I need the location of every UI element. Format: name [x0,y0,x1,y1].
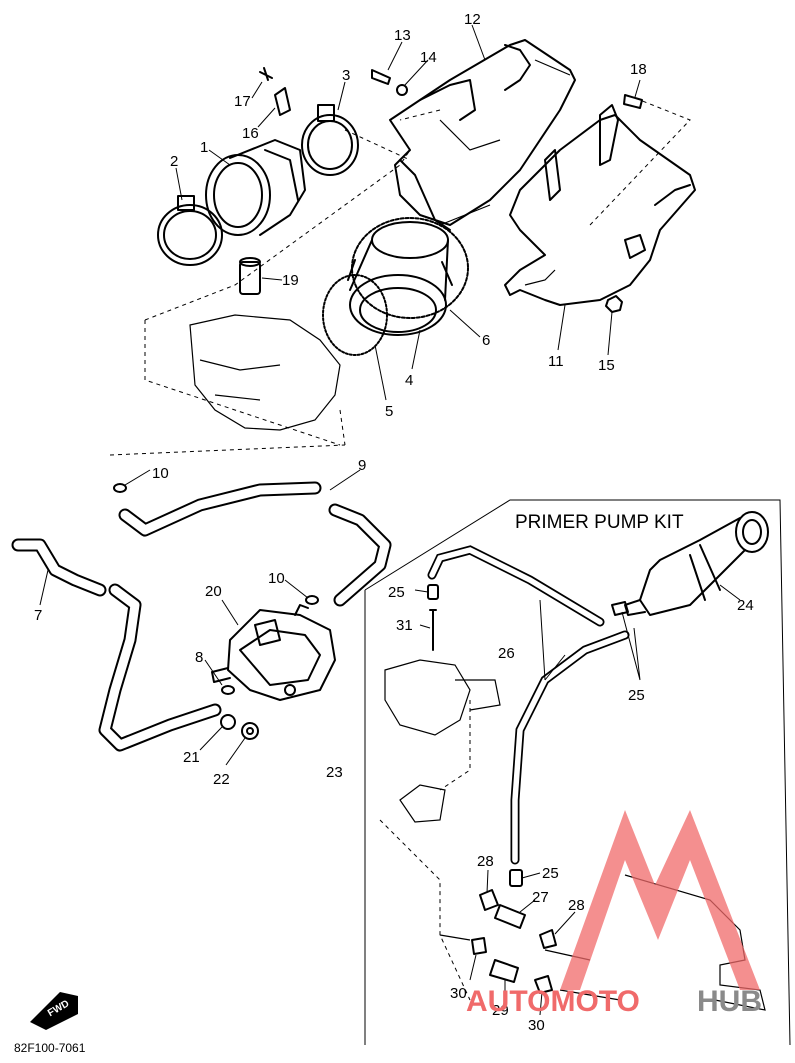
callout-25c: 25 [542,865,559,882]
bolt-part-18 [623,94,643,109]
kit-frame [364,499,791,1046]
callout-28b: 28 [568,897,585,914]
callout-8: 8 [195,649,203,666]
watermark-logo [560,810,760,990]
sleeve-part-19 [239,257,261,295]
callout-9: 9 [358,457,366,474]
callout-18: 18 [630,61,647,78]
callout-24: 24 [737,597,754,614]
silencer-cover-part-12 [389,39,576,231]
pipe-part-31 [429,609,437,651]
clamp-part-2 [157,195,223,266]
joint-part-25a [427,584,439,600]
callout-4: 4 [405,372,413,389]
front-arrow-icon: FWD [30,992,78,1030]
washer-part-22 [241,722,259,740]
watermark-text-automoto: AUTOMOTO [466,985,640,1018]
callout-5: 5 [385,403,393,420]
bolt-part-13 [371,69,391,85]
kit-title: PRIMER PUMP KIT [515,512,684,533]
callout-31: 31 [396,617,413,634]
callout-2: 2 [170,153,178,170]
callout-29: 29 [492,1002,509,1019]
callout-10b: 10 [268,570,285,587]
callout-13: 13 [394,27,411,44]
callout-22: 22 [213,771,230,788]
callout-10a: 10 [152,465,169,482]
callout-19: 19 [282,272,299,289]
callout-3: 3 [342,67,350,84]
washer-part-14 [396,84,408,96]
watermark: AUTOMOTO HUB [466,810,762,1018]
callout-25b: 25 [628,687,645,704]
joint-part-25c [509,869,523,887]
ring-part-5 [322,274,388,356]
callout-17: 17 [234,93,251,110]
callout-16: 16 [242,125,259,142]
clip-part-8 [221,685,235,695]
leader-lines [39,24,741,1016]
clamp-part-30b [534,975,553,994]
callout-1: 1 [200,139,208,156]
bolt-part-17 [259,67,273,81]
clamp-part-28a [479,889,499,911]
callout-25a: 25 [388,584,405,601]
clamp-part-28b [539,929,557,949]
joint-part-29 [489,959,519,983]
silencer-case-part-11 [504,104,696,306]
primer-pump-part-24 [611,511,769,616]
washer-part-21 [220,714,236,730]
drawing-code: 82F100-7061 [14,1041,86,1055]
callout-30b: 30 [528,1017,545,1034]
fuel-hose-part-7 [11,538,222,752]
watermark-text-hub: HUB [697,985,762,1018]
nut-part-15 [605,295,623,313]
check-valve-part-27 [494,904,526,929]
clamp-part-30a [471,937,487,955]
clip-part-10a [113,483,127,493]
callout-27: 27 [532,889,549,906]
washer-part-22-inner [246,727,254,735]
callout-14: 14 [420,49,437,66]
primer-hose-part-26 [427,545,630,865]
toothed-ring-part-6 [351,217,469,319]
carburetor-outline [379,659,501,1001]
bracket-part-16 [274,87,291,116]
callout-20: 20 [205,583,222,600]
callout-7: 7 [34,607,42,624]
callout-28a: 28 [477,853,494,870]
callout-6: 6 [482,332,490,349]
clamp-part-3 [301,104,359,176]
callout-11: 11 [548,353,564,370]
callout-12: 12 [464,11,481,28]
callout-30a: 30 [450,985,467,1002]
callout-26: 26 [498,645,515,662]
engine-outline [109,99,691,456]
intake-boot-part-1 [205,139,306,236]
clip-part-10b [305,595,319,605]
callout-23: 23 [326,764,343,781]
fuel-pump-part-20 [211,604,336,701]
callout-21: 21 [183,749,200,766]
callout-15: 15 [598,357,615,374]
fuel-hose-part-9 [118,481,392,607]
